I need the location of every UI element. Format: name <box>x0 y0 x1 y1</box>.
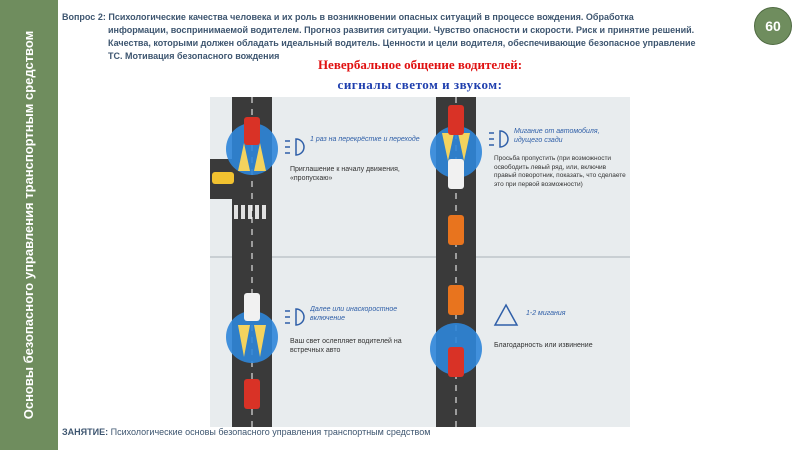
red-car-3 <box>448 105 464 135</box>
footer-label: ЗАНЯТИЕ: <box>62 427 108 437</box>
sidebar: Основы безопасного управления транспортн… <box>0 0 58 450</box>
meaning-text-1: Приглашение к началу движения, «пропуска… <box>290 165 420 183</box>
red-car-2 <box>244 379 260 409</box>
freq-text-4: 1-2 мигания <box>526 309 626 318</box>
meaning-text-2: Просьба пропустить (при возможности осво… <box>494 155 626 189</box>
signals-infographic: 1 раз на перекрёстке и переходе Приглаше… <box>210 97 630 427</box>
freq-text-1: 1 раз на перекрёстке и переходе <box>310 135 430 144</box>
orange-car-2 <box>448 285 464 315</box>
meaning-text-3: Ваш свет ослепляет водителей на встречны… <box>290 337 420 355</box>
yellow-car <box>212 172 234 184</box>
footer: ЗАНЯТИЕ: Психологические основы безопасн… <box>62 427 430 437</box>
freq-text-2: Мигание от автомобиля, идущего сзади <box>514 127 626 145</box>
question-line-3: Качества, которыми должен обладать идеал… <box>62 37 748 50</box>
slide-title: Невербальное общение водителей: сигналы … <box>210 55 630 95</box>
meaning-text-4: Благодарность или извинение <box>494 341 626 350</box>
slide-number-badge: 60 <box>754 7 792 45</box>
white-car-1 <box>244 293 260 321</box>
freq-text-3: Далее или инаскоростное включение <box>310 305 430 323</box>
slide-title-line-2: сигналы светом и звуком: <box>210 75 630 95</box>
slide-title-line-1: Невербальное общение водителей: <box>210 55 630 75</box>
question-line-1: Психологические качества человека и их р… <box>108 12 633 22</box>
question-line-2: информации, воспринимаемой водителем. Пр… <box>62 24 748 37</box>
sidebar-title: Основы безопасного управления транспортн… <box>22 5 36 445</box>
red-car-4 <box>448 347 464 377</box>
white-car-2 <box>448 159 464 189</box>
question-label: Вопрос 2: <box>62 12 106 22</box>
orange-car <box>448 215 464 245</box>
footer-text: Психологические основы безопасного управ… <box>111 427 431 437</box>
red-car-1 <box>244 117 260 145</box>
infographic-svg: 1 раз на перекрёстке и переходе Приглаше… <box>210 97 630 427</box>
